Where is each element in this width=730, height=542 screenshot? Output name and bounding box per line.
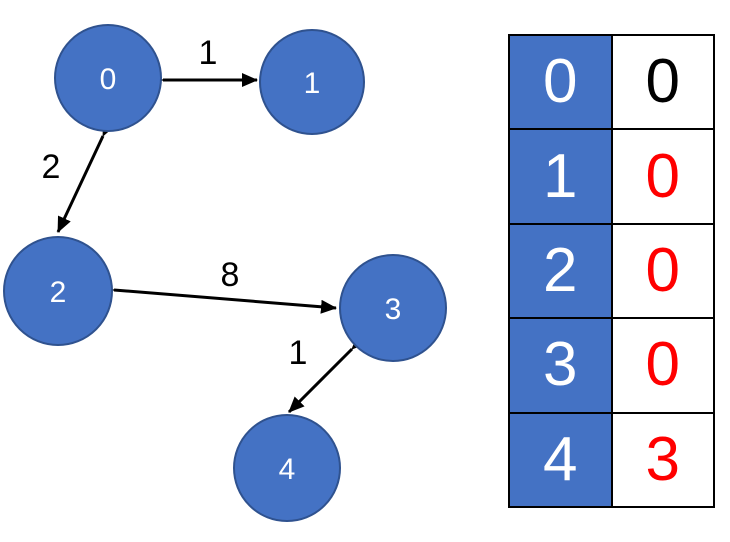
node-1-label: 1 <box>304 67 321 100</box>
table-row-3-value: 0 <box>612 319 713 412</box>
edge-3-4-line <box>287 333 368 414</box>
edge-0-1-weight-label: 1 <box>199 34 218 72</box>
edge-0-2-line <box>56 119 116 233</box>
table-row-0-value: 0 <box>612 36 713 129</box>
table-row-0-node: 0 <box>510 36 611 129</box>
node-3-circle <box>339 254 447 362</box>
graph-node-2: 2 <box>3 236 113 346</box>
edge-0-1: 1 <box>148 34 258 87</box>
table-row-3-node: 3 <box>510 319 611 412</box>
graph-node-0: 0 <box>54 24 162 132</box>
edge-2-3: 8 <box>98 256 337 314</box>
distance-table: 0 0 1 0 2 0 3 0 4 3 <box>508 34 715 508</box>
table-row-4-node: 4 <box>510 413 611 506</box>
node-3-label: 3 <box>385 293 402 326</box>
table-row-2-value: 0 <box>612 224 713 318</box>
table-row-4-value: 3 <box>612 413 713 506</box>
node-4-circle <box>233 414 341 522</box>
node-4-label: 4 <box>279 453 296 486</box>
node-0-label: 0 <box>100 63 117 96</box>
edge-0-2: 2 <box>42 119 116 233</box>
node-0-circle <box>54 24 162 132</box>
node-1-circle <box>259 29 365 135</box>
graph-node-1: 1 <box>259 29 365 135</box>
edge-3-4-weight-label: 1 <box>289 334 308 372</box>
edge-3-4: 1 <box>287 333 368 414</box>
graph-node-4: 4 <box>233 414 341 522</box>
table-row-1-node: 1 <box>510 130 611 223</box>
node-2-label: 2 <box>50 276 67 309</box>
table-row-2-node: 2 <box>510 224 611 318</box>
graph-diagram: 1 2 8 1 0 1 2 <box>3 24 447 522</box>
node-2-circle <box>3 236 113 346</box>
edge-2-3-line <box>98 281 337 314</box>
table-row-1-value: 0 <box>612 130 713 223</box>
edge-2-3-weight-label: 8 <box>221 256 240 294</box>
edge-0-2-weight-label: 2 <box>42 148 61 186</box>
graph-node-3: 3 <box>339 254 447 362</box>
